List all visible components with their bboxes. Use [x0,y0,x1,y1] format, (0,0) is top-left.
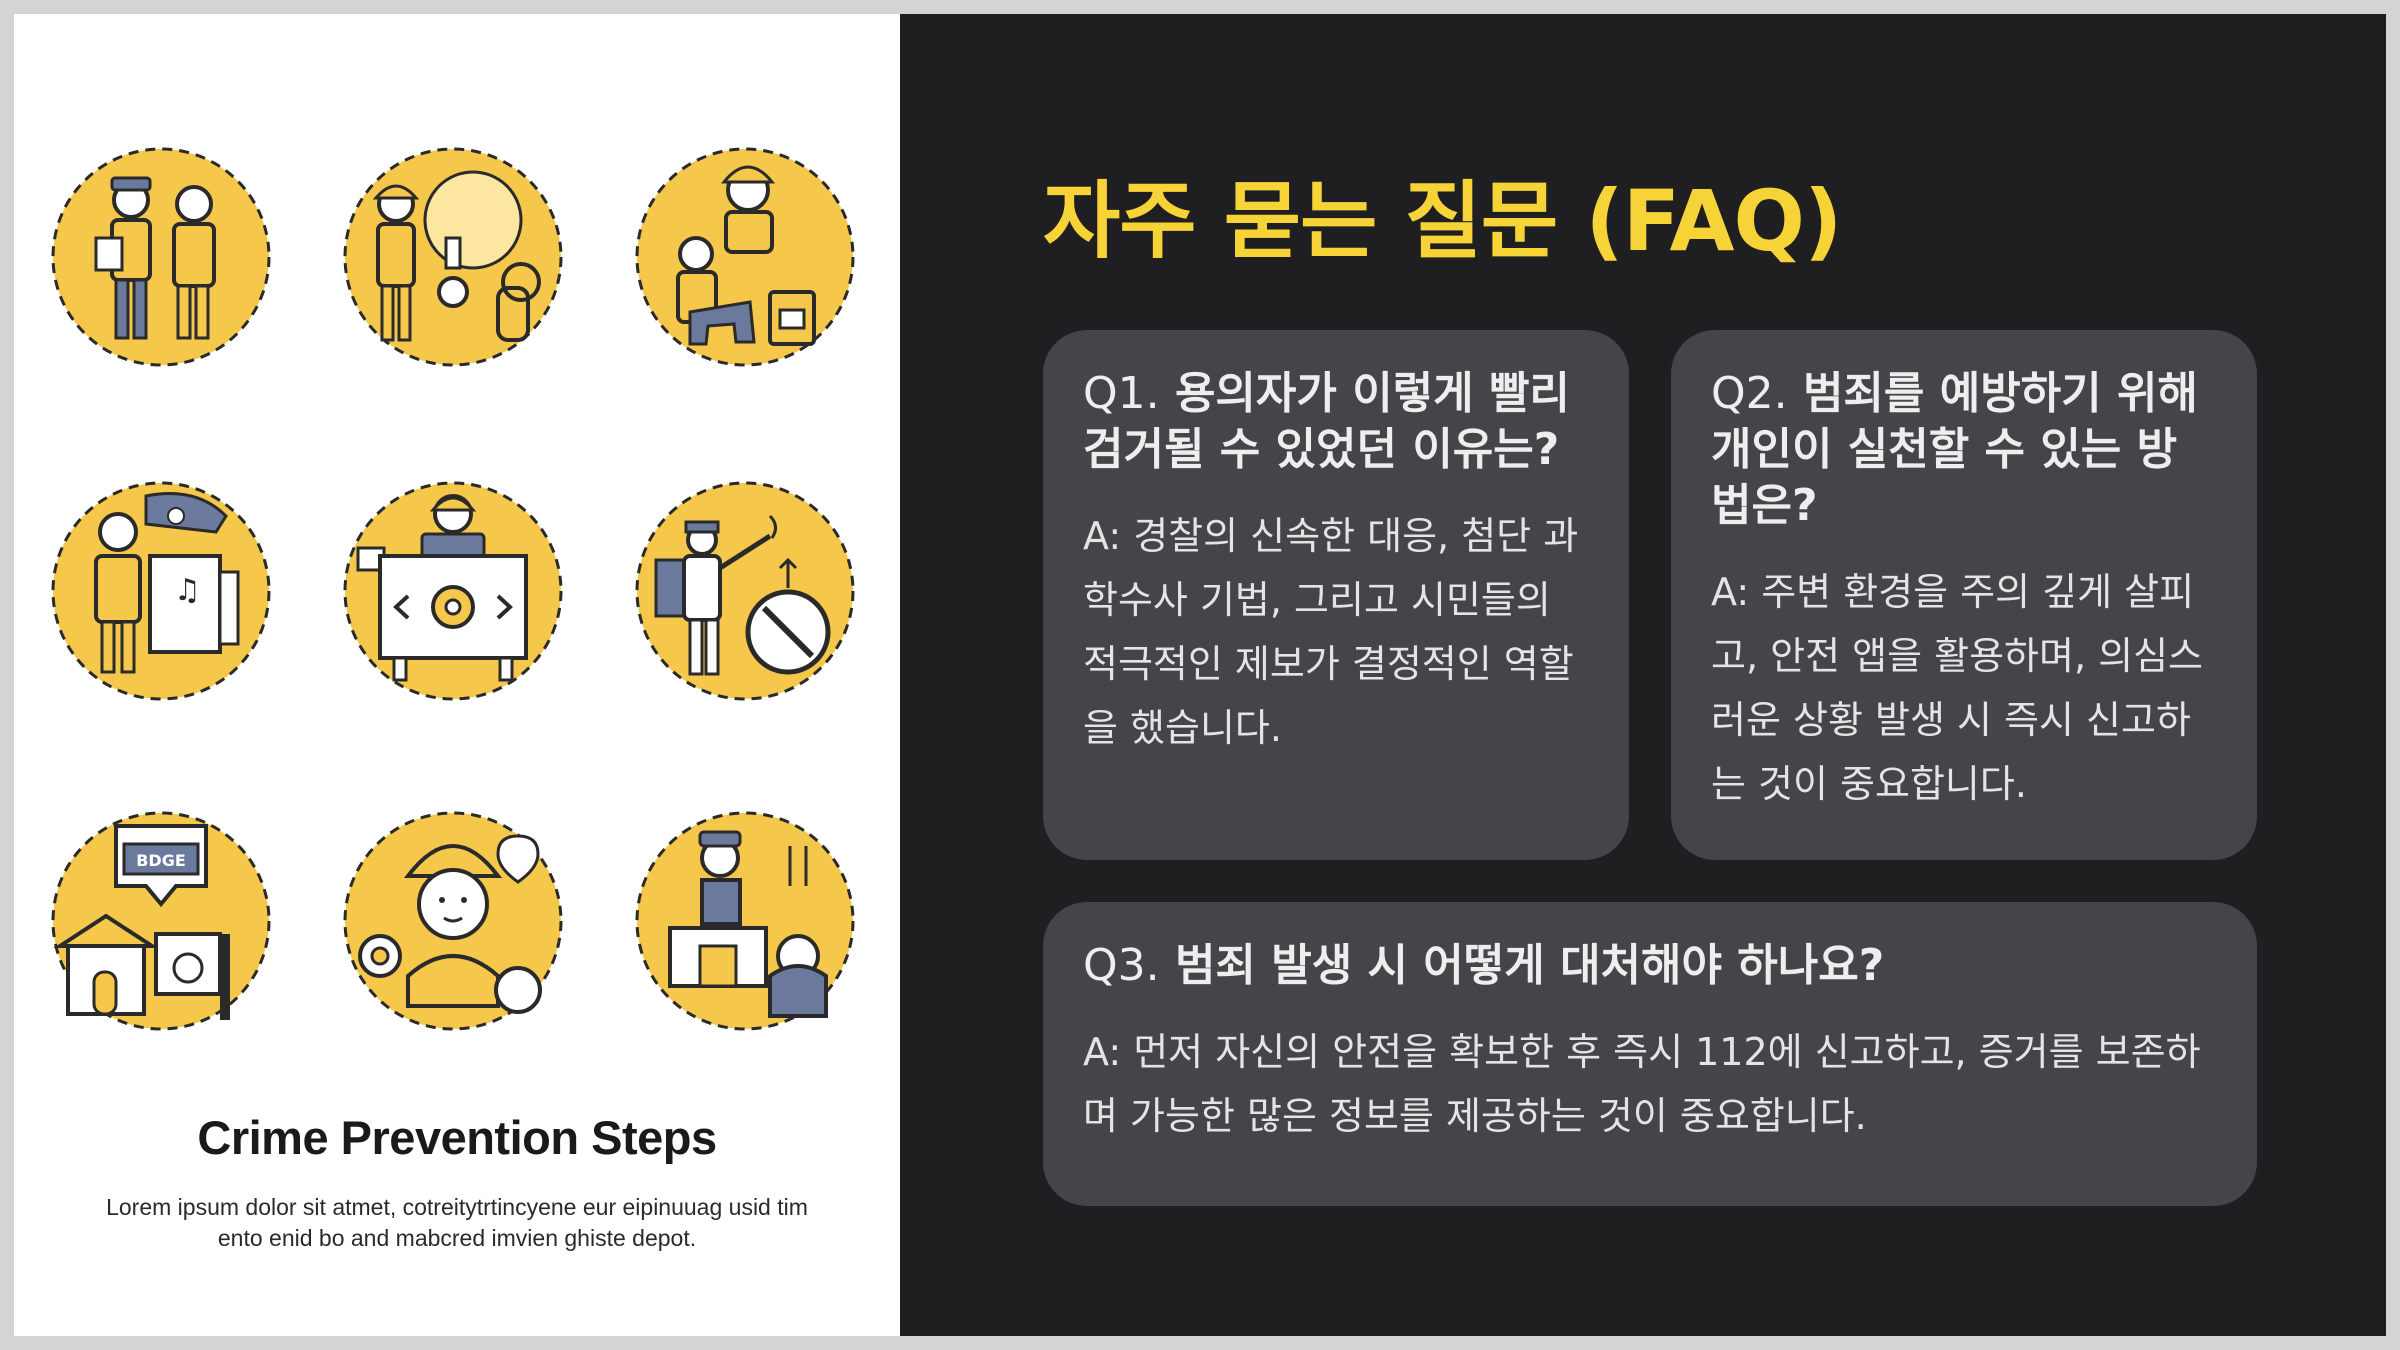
faq-question-number: Q3. [1083,940,1160,991]
faq-question-number: Q2. [1711,368,1788,419]
faq-answer-2: A: 주변 환경을 주의 깊게 살피고, 안전 앱을 활용하며, 의심스러운 상… [1711,570,2203,806]
faq-answer-1: A: 경찰의 신속한 대응, 첨단 과학수사 기법, 그리고 시민들의 적극적인… [1083,514,1579,750]
svg-text:♫: ♫ [174,573,201,608]
badge-text: BDGE [136,851,186,870]
guard-post-icon [630,806,860,1036]
two-officers-icon [46,142,276,372]
faq-card-2: Q2. 범죄를 예방하기 위해 개인이 실천할 수 있는 방법은? A: 주변 … [1671,330,2257,860]
faq-question-2: Q2. 범죄를 예방하기 위해 개인이 실천할 수 있는 방법은? [1711,366,2217,534]
faq-title: 자주 묻는 질문 (FAQ) [1043,172,1842,270]
detective-with-tools-icon [338,806,568,1036]
signal-officer-icon [630,476,860,706]
poster-caption: Lorem ipsum dolor sit atmet, cotreitytrt… [74,1192,840,1254]
monitor-screen-icon [338,476,568,706]
faq-question-1: Q1. 용의자가 이렇게 빨리 검거될 수 있었던 이유는? [1083,366,1589,478]
worker-with-keyhole-icon [338,142,568,372]
poster-panel: ♫ [14,14,900,1336]
faq-question-number: Q1. [1083,368,1160,419]
poster-caption-line-2: ento enid bo and mabcred imvien ghiste d… [217,1225,697,1251]
faq-question-3: Q3. 범죄 발생 시 어떻게 대처해야 하나요? [1083,938,2217,994]
faq-question-text: 용의자가 이렇게 빨리 검거될 수 있었던 이유는? [1083,368,1570,475]
poster-caption-line-1: Lorem ipsum dolor sit atmet, cotreitytrt… [106,1194,808,1220]
house-with-sign-icon: BDGE [46,806,276,1036]
guard-with-dog-icon [630,142,860,372]
officer-with-document-icon: ♫ [46,476,276,706]
poster-title: Crime Prevention Steps [197,1111,717,1164]
faq-card-1: Q1. 용의자가 이렇게 빨리 검거될 수 있었던 이유는? A: 경찰의 신속… [1043,330,1629,860]
faq-question-text: 범죄 발생 시 어떻게 대처해야 하나요? [1174,940,1885,991]
faq-answer-3: A: 먼저 자신의 안전을 확보한 후 즉시 112에 신고하고, 증거를 보존… [1083,1030,2201,1138]
faq-question-text: 범죄를 예방하기 위해 개인이 실천할 수 있는 방법은? [1711,368,2198,531]
slide: ♫ [14,14,2386,1336]
faq-card-3: Q3. 범죄 발생 시 어떻게 대처해야 하나요? A: 먼저 자신의 안전을 … [1043,902,2257,1206]
